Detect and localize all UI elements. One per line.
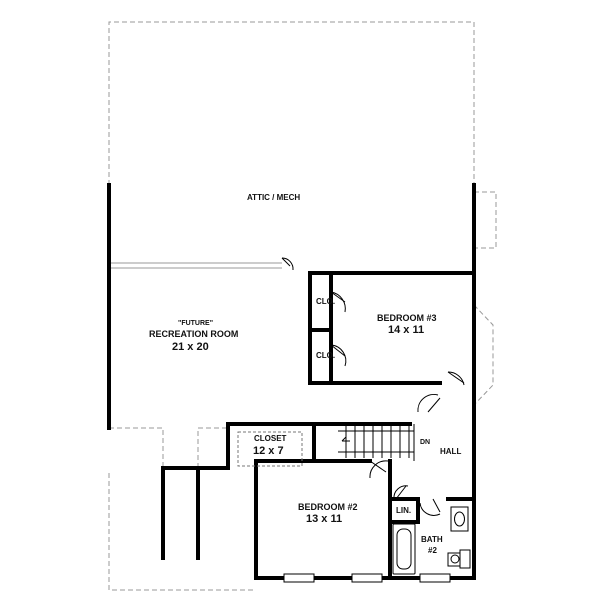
closet-shelf (237, 431, 303, 467)
bedroom3-size: 14 x 11 (388, 324, 425, 336)
closet-size: 12 x 7 (253, 445, 284, 457)
closet-label-lower: CLO. (316, 351, 336, 360)
recreation-note: "FUTURE" (178, 320, 214, 327)
closet-label: CLOSET (254, 434, 287, 443)
bath-label: BATH (421, 535, 443, 544)
recreation-room-size: 21 x 20 (172, 341, 209, 353)
closet-label-upper: CLO. (316, 297, 336, 306)
lower-left-dashed (108, 427, 256, 591)
stairs (338, 424, 415, 461)
walls (107, 183, 476, 580)
door-swings (281, 257, 465, 516)
hall-label: HALL (440, 447, 462, 456)
bath-number: #2 (428, 546, 437, 555)
attic-knee-wall (109, 262, 282, 269)
linen-label: LIN. (396, 506, 412, 515)
bath-fixtures (392, 506, 471, 575)
bay-window (473, 304, 494, 406)
bedroom2-size: 13 x 11 (306, 513, 343, 525)
bedroom2-label: BEDROOM #2 (298, 502, 358, 512)
stairs-down-label: DN (420, 439, 431, 446)
recreation-room-label: RECREATION ROOM (149, 329, 239, 339)
bedroom3-label: BEDROOM #3 (377, 313, 437, 323)
attic-outline (108, 21, 497, 249)
bottom-windows (283, 573, 451, 583)
attic-label: ATTIC / MECH (247, 193, 301, 202)
